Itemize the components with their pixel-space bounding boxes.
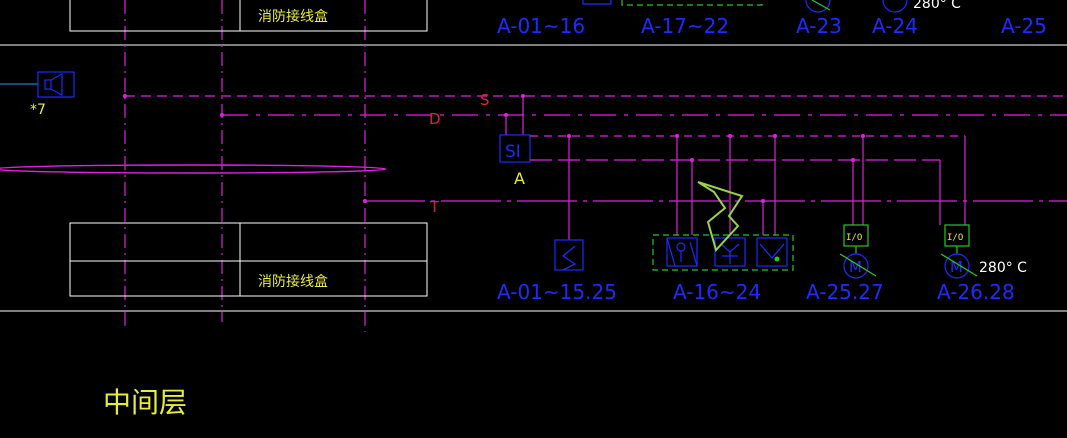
junction-box-bottom: 消防接线盒 <box>69 222 428 297</box>
bottom-label-a16-24: A-16~24 <box>673 280 761 304</box>
si-wiring-junctions <box>567 134 865 203</box>
io-module-a25: I/O <box>843 224 869 254</box>
annotation-scribble <box>697 181 744 252</box>
manual-call-point-icon <box>666 237 698 267</box>
bus-s-label: S <box>480 91 490 109</box>
speaker-icon <box>44 72 63 97</box>
bottom-label-a25-27: A-25.27 <box>806 280 884 304</box>
fire-damper-a26: M <box>940 253 978 279</box>
io-module-a26-text: I/O <box>947 233 963 243</box>
junction-box-bottom-label: 消防接线盒 <box>258 273 328 290</box>
floor-label: 中间层 <box>103 386 187 419</box>
bus-d-label: D <box>429 110 441 128</box>
fire-damper-a25: M <box>839 253 877 279</box>
si-wiring <box>530 135 966 240</box>
top-label-a17-22: A-17~22 <box>641 14 729 38</box>
bus-t <box>363 199 1067 203</box>
damper-icon-a25: M <box>849 258 862 276</box>
top-label-a01-16: A-01~16 <box>497 14 585 38</box>
junction-box-top: 消防接线盒 <box>69 0 428 32</box>
top-temperature-label: 280° C <box>913 0 961 12</box>
junction-box-top-label: 消防接线盒 <box>258 8 328 25</box>
flow-indicator-icon <box>759 243 785 262</box>
left-speaker-device <box>0 71 75 98</box>
io-module-a25-text: I/O <box>846 233 862 243</box>
bottom-label-a01-15-25: A-01~15.25 <box>497 280 617 304</box>
bottom-label-a26-28: A-26.28 <box>937 280 1015 304</box>
si-module: SI <box>499 96 531 163</box>
si-module-text: SI <box>505 142 521 162</box>
damper-icon-a26: M <box>950 258 963 276</box>
smoke-detector-device <box>554 239 584 271</box>
bus-t-label: T <box>429 198 440 216</box>
si-module-label: A <box>514 169 525 188</box>
smoke-detector-icon <box>561 245 577 271</box>
top-label-a24: A-24 <box>872 14 918 38</box>
cable-tray-shape <box>0 164 387 174</box>
temperature-label: 280° C <box>979 260 1027 276</box>
bus-d <box>220 113 1067 117</box>
device-group-a16-24 <box>652 234 794 271</box>
hydrant-button-icon <box>720 243 740 264</box>
top-label-a23: A-23 <box>796 14 842 38</box>
left-device-label: *7 <box>30 102 46 118</box>
bus-s <box>123 94 1067 98</box>
top-label-a25: A-25 <box>1001 14 1047 38</box>
top-row-partial-devices <box>582 0 908 13</box>
io-module-a26: I/O <box>944 224 970 254</box>
